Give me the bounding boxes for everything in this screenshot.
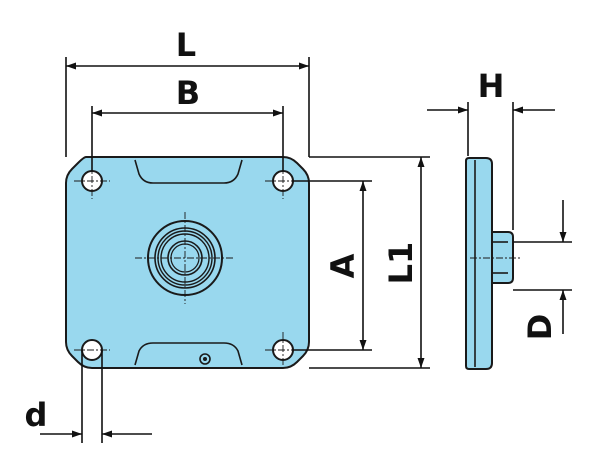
front-view — [65, 156, 310, 369]
set-screw — [199, 353, 211, 365]
dimension-label-B: B — [176, 74, 200, 112]
side-plate — [465, 157, 493, 370]
dimension-D: D — [513, 200, 572, 340]
central-boss — [135, 212, 235, 304]
dimension-label-H: H — [478, 67, 505, 105]
side-view — [465, 157, 522, 370]
dimension-label-L: L — [176, 26, 196, 64]
dimensions: L B A L1 H — [25, 26, 572, 443]
dimension-label-L1: L1 — [382, 242, 420, 285]
dimension-B: B — [91, 74, 284, 171]
side-boss — [491, 231, 514, 284]
dimension-L1: L1 — [309, 156, 430, 369]
dimension-d: d — [25, 350, 152, 443]
dimension-label-A: A — [324, 253, 362, 278]
dimension-L: L — [65, 26, 310, 157]
hole-centerlines — [74, 163, 301, 368]
dimension-label-D: D — [521, 314, 559, 341]
top-channel — [134, 159, 243, 184]
dimension-label-d: d — [25, 396, 48, 434]
dimension-H: H — [427, 67, 555, 230]
bottom-channel — [134, 342, 243, 366]
dimension-A: A — [293, 180, 372, 351]
